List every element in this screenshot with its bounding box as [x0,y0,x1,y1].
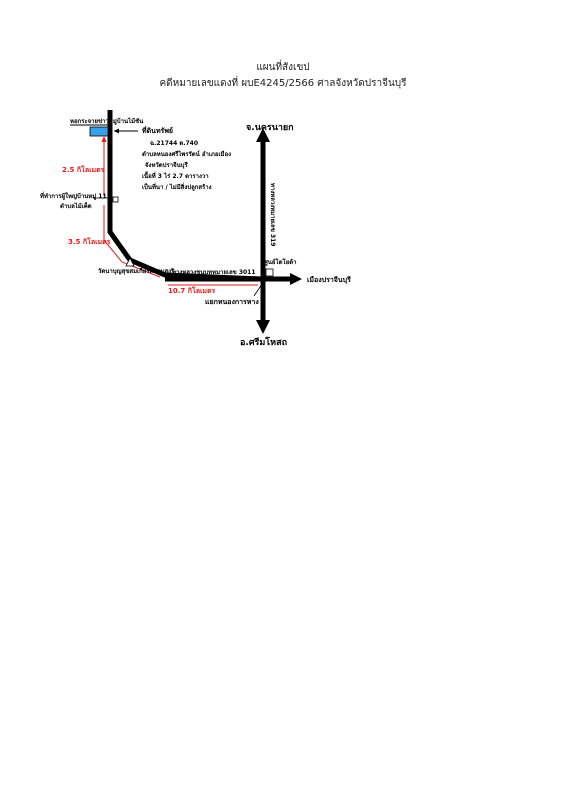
village-subdistrict-label: ตำบลไม้เค็ด [60,203,92,210]
dist-top-arrow-icon [101,136,107,142]
village-office-marker [112,196,119,203]
left-road [107,110,263,282]
property-deed: ฉ.21744 ด.740 [150,140,199,147]
junction-name: แยกหนองการหาง [205,298,259,306]
shop-marker [265,268,274,277]
property-title: ที่ดินทรัพย์ [142,127,174,135]
shop-label: ศูนย์โตโยต้า [264,259,297,266]
dist-curve-line [103,239,161,278]
property-pointer-arrow-icon [114,128,119,134]
distance-bottom: 10.7 กิโลเมตร [168,287,216,295]
distance-mid: 3.5 กิโลเมตร [68,238,111,246]
case-number-line: คดีหมายเลขแดงที่ ผบE4245/2566 ศาลจังหวัด… [159,78,407,89]
north-destination: จ.นครนายก [246,123,294,133]
temple-icon [125,257,135,267]
property-area: เนื้อที่ 3 ไร่ 2.7 ตารางวา [142,173,209,180]
temple-label: วัดนาบุญสุขสมเกียรติมาบสูงริ [98,268,175,275]
map-title: แผนที่สังเขป [256,62,310,73]
property-parcel [89,126,109,137]
road-3011-label: ทางหลวงชนบทหมายเลข 3011 [172,269,256,276]
top-left-label: หอกระจายข่าวหมู่บ้านไม้ชัน [70,118,144,125]
village-office-label: ที่ทำการผู้ใหญ่บ้านหมู่ 11 [40,193,107,200]
east-arrow-icon [290,273,302,285]
highway-319-label: ทางหลวงหมายเลข 319 [269,183,276,247]
property-province: จังหวัดปราจีนบุรี [145,162,188,169]
distance-top: 2.5 กิโลเมตร [62,166,105,174]
south-arrow-icon [256,320,270,334]
east-destination: เมืองปราจีนบุรี [307,276,351,284]
property-usage: เป็นที่นา / ไม่มีสิ่งปลูกสร้าง [142,184,212,191]
junction-pointer [253,283,263,297]
property-location: ตำบลหนองศรีไพรรัตน์ อำเภอเมือง [142,151,231,158]
south-destination: อ.ศรีมโหสถ [240,338,288,348]
north-arrow-icon [256,128,270,142]
